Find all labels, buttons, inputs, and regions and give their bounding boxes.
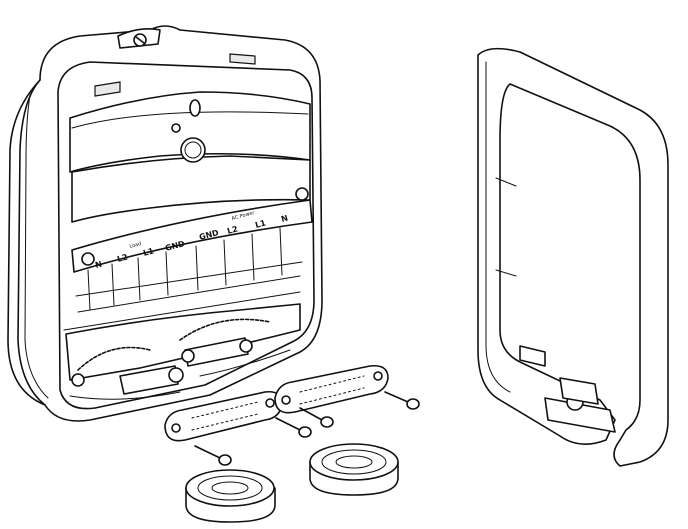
base-housing: Load N L2 L1 GND AC Power GND L2 L1 N [7, 25, 323, 422]
terminal-label-ac-l1: L1 [254, 218, 267, 230]
front-cover [477, 47, 669, 467]
terminal-label-ac-l2: L2 [226, 224, 239, 235]
screw-1 [194, 445, 232, 466]
screw-2 [275, 417, 312, 438]
screw-3 [299, 407, 334, 428]
screw-4 [384, 391, 420, 410]
load-heading: Load [129, 241, 142, 250]
terminal-label-load-l2: L2 [116, 252, 129, 263]
grommet-left [185, 469, 276, 523]
terminal-bar-right [274, 364, 389, 414]
terminal-label-load-n: N [94, 260, 103, 270]
terminal-block [75, 227, 303, 313]
terminal-label-ac-n: N [280, 214, 289, 224]
grommet-right [309, 443, 399, 496]
terminal-label-load-l1: L1 [142, 246, 155, 258]
